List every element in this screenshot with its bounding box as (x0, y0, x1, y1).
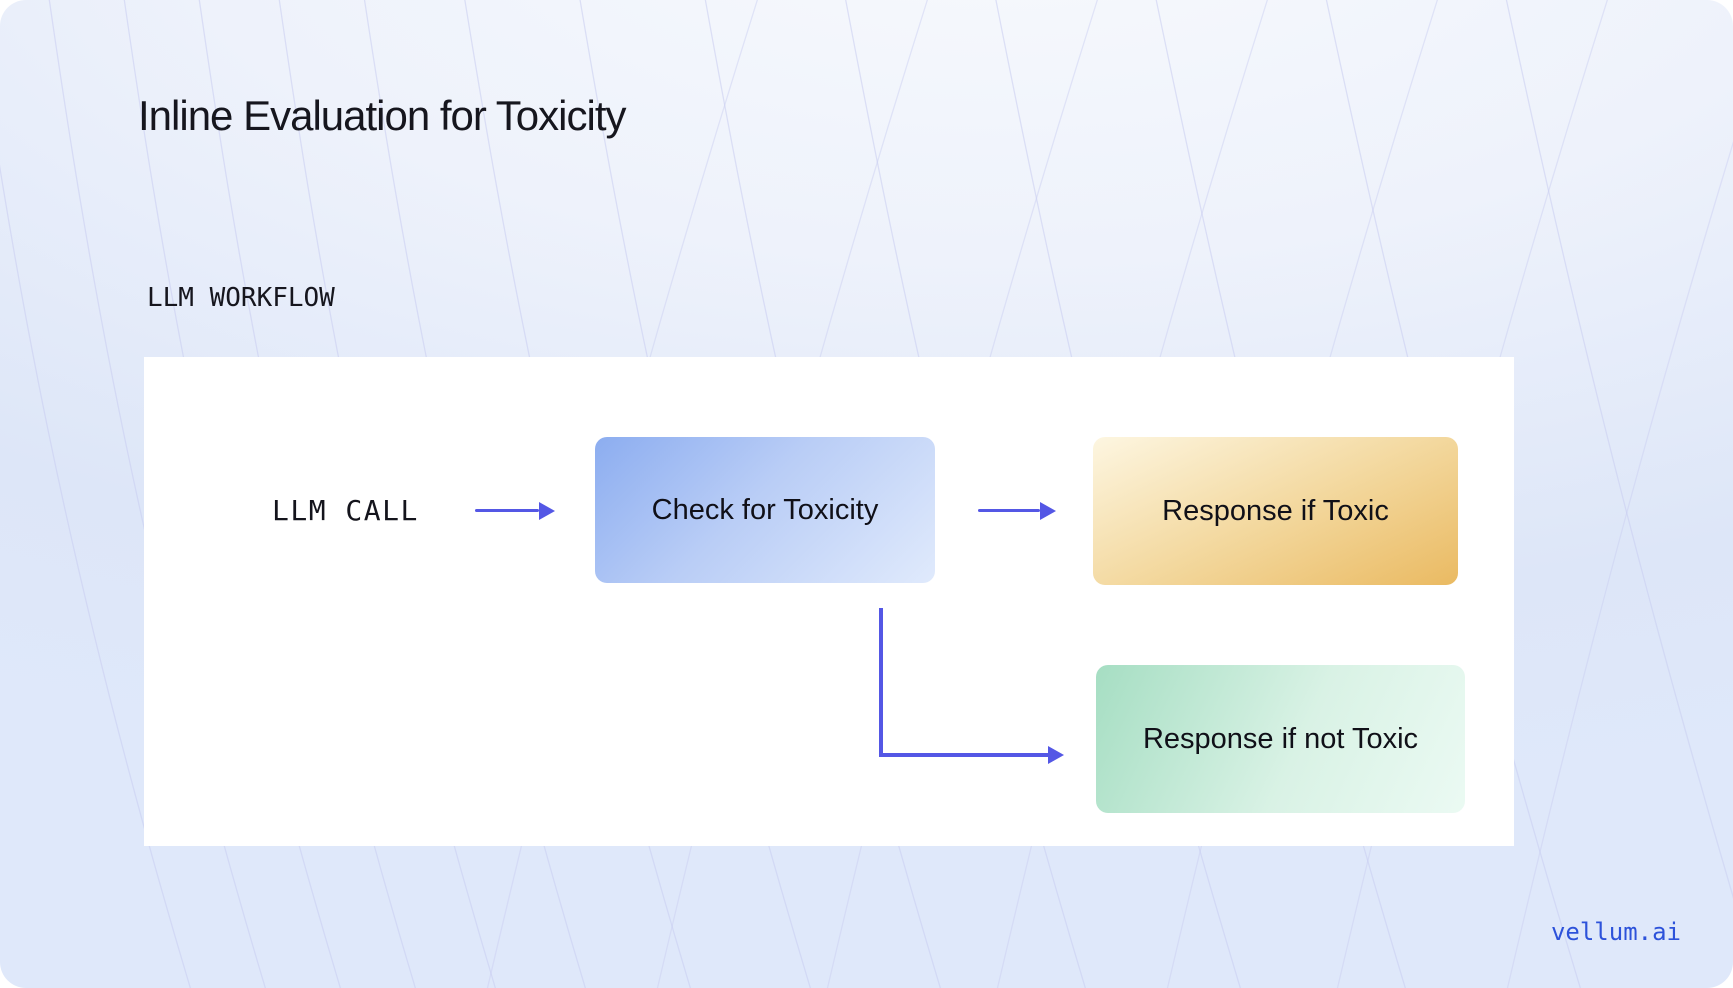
arrow-check-to-nottoxic-horizontal-segment (879, 753, 1048, 757)
arrow-check-to-toxic-shaft (978, 509, 1040, 512)
node-response-if-not-toxic: Response if not Toxic (1096, 665, 1465, 813)
workflow-section-label: LLM WORKFLOW (147, 283, 335, 313)
workflow-canvas: LLM CALL Check for Toxicity Response if … (144, 357, 1514, 846)
node-response-if-toxic-label: Response if Toxic (1162, 494, 1389, 527)
node-llm-call: LLM CALL (272, 494, 419, 527)
arrow-llmcall-to-check-head-icon (539, 502, 555, 520)
page-title: Inline Evaluation for Toxicity (138, 92, 626, 139)
brand-wordmark: vellum.ai (1550, 918, 1681, 946)
node-response-if-toxic: Response if Toxic (1093, 437, 1458, 585)
node-response-if-not-toxic-label: Response if not Toxic (1142, 722, 1419, 755)
node-check-for-toxicity: Check for Toxicity (595, 437, 935, 583)
arrow-llmcall-to-check-shaft (475, 509, 539, 512)
arrow-check-to-nottoxic-head-icon (1048, 746, 1064, 764)
node-check-for-toxicity-label: Check for Toxicity (651, 493, 879, 526)
arrow-check-to-toxic-head-icon (1040, 502, 1056, 520)
arrow-check-to-nottoxic-vertical-segment (879, 608, 883, 757)
